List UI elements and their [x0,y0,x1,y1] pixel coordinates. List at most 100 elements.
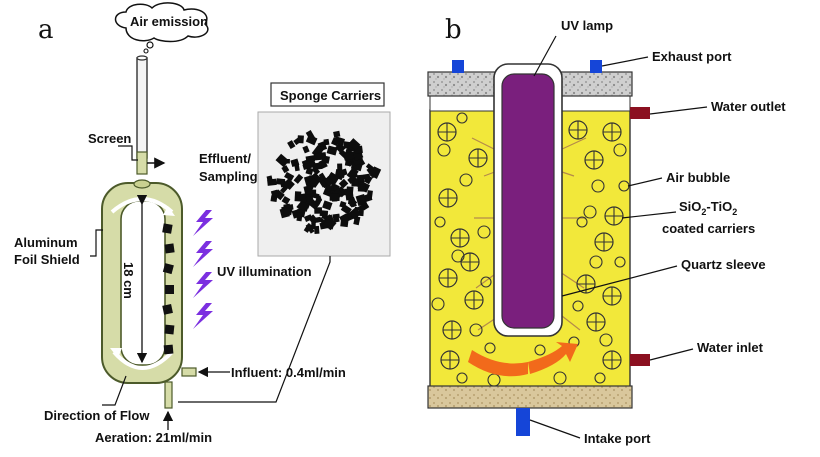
air-bubble-icon [614,256,626,268]
sponge-piece [348,138,361,151]
sponge-piece [321,212,328,220]
sponge-piece [314,196,323,205]
sponge-piece [305,134,318,146]
stir-line [559,271,585,289]
sponge-piece [340,204,352,215]
uv-lamp-label: UV lamp [561,18,613,33]
air-bubble-icon [589,255,603,269]
uv-bolt-icon [193,272,213,298]
sponge-piece [347,174,357,184]
sponge-piece [311,166,321,175]
uv-bolt-icon [193,303,213,329]
sponge-piece [266,175,273,183]
sponge-piece [305,223,315,234]
quartz-sleeve-label: Quartz sleeve [681,257,766,272]
flow-arc-top-head [163,206,175,216]
sponge-piece [357,184,366,192]
sponge-piece [333,136,346,147]
aeration-label: Aeration: 21ml/min [95,430,212,445]
sponge-piece [281,195,291,205]
flow-arc-bottom [112,350,174,370]
sponge-piece [326,219,337,231]
foil-shield-label: Foil Shield [14,252,80,267]
sponge-piece [281,165,290,174]
air-emission-label: Air emission [130,14,208,29]
air-bubble-leader [627,177,663,187]
length-label: 18 cm [121,262,136,299]
sponge-piece [283,178,295,190]
air-bubble-icon [484,342,496,354]
sponge-piece [314,225,320,234]
sponge-piece [276,178,286,186]
panel-a-letter: a [38,15,54,45]
water-outlet-port [630,107,650,119]
stir-line [471,137,497,151]
sponge-piece [293,173,304,184]
stir-line [477,317,497,331]
influent-label: Influent: 0.4ml/min [231,365,346,380]
panel-a: a Air emission Screen Effluent/ Sampling [14,2,391,445]
exhaust-port-label: Exhaust port [652,49,732,64]
sponge-piece [334,168,346,179]
sponge-piece [357,202,370,213]
exhaust-pipe [136,57,148,159]
flow-arrow-left [468,350,528,377]
sponge-piece [346,167,359,180]
sponge-piece [299,193,308,203]
foil-leader [90,229,103,257]
carrier-label-line2: coated carriers [662,221,755,236]
intake-port [516,408,530,436]
sponge-piece [349,196,357,208]
screen-label: Screen [88,131,131,146]
screen-section [136,151,148,175]
flow-arc-bottom-head [110,348,122,358]
air-bubble-icon [572,300,584,312]
uv-bolt-icon [193,210,213,236]
air-bubble-icon [534,344,546,356]
air-bubble-icon [459,173,473,187]
sponge-piece [322,200,333,211]
air-bubble-icon [437,143,451,157]
sponge-pile [266,130,382,234]
air-emission-cloud [114,2,209,54]
panel-b: b UV lamp Exhaust port Water outlet Air … [427,15,786,446]
sponge-piece [270,195,278,203]
sponge-piece [308,214,319,225]
sponge-piece [343,151,355,161]
air-bubble-icon [583,205,597,219]
sponge-piece [366,190,373,199]
air-bubble-icon [594,372,606,384]
air-bubble-icon [456,112,468,124]
air-bubble-label: Air bubble [666,170,730,185]
carrier-leader [621,211,677,219]
air-bubble-icon [480,276,492,288]
sponge-piece [297,135,304,144]
sponge-piece [323,176,334,187]
sponge-piece [334,142,346,154]
sponge-piece [270,189,279,197]
uv-lamp [501,73,555,329]
sponge-piece [366,166,377,179]
sponge-piece [321,219,333,229]
screen-leader [118,145,138,161]
air-bubble-icon [456,372,468,384]
sponge-piece [332,215,340,223]
sponge-piece [326,171,340,185]
air-bubble-icon [469,323,483,337]
sponge-callout-leader [178,256,331,403]
uv-lamp-leader [533,35,557,77]
direction-of-flow-label: Direction of Flow [44,408,150,423]
sponge-piece [318,217,326,225]
aeration-pipe [164,381,173,409]
intake-port-leader [529,419,581,439]
air-bubble-icon [613,143,627,157]
flow-leader [102,375,127,406]
sponge-piece [302,145,310,154]
sponge-piece [294,191,302,202]
stir-line [561,315,581,331]
intake-port-label: Intake port [584,431,651,446]
air-bubble-icon [553,371,567,385]
sponge-piece [344,188,351,196]
sponge-piece [350,211,359,219]
sponge-piece [293,161,300,172]
